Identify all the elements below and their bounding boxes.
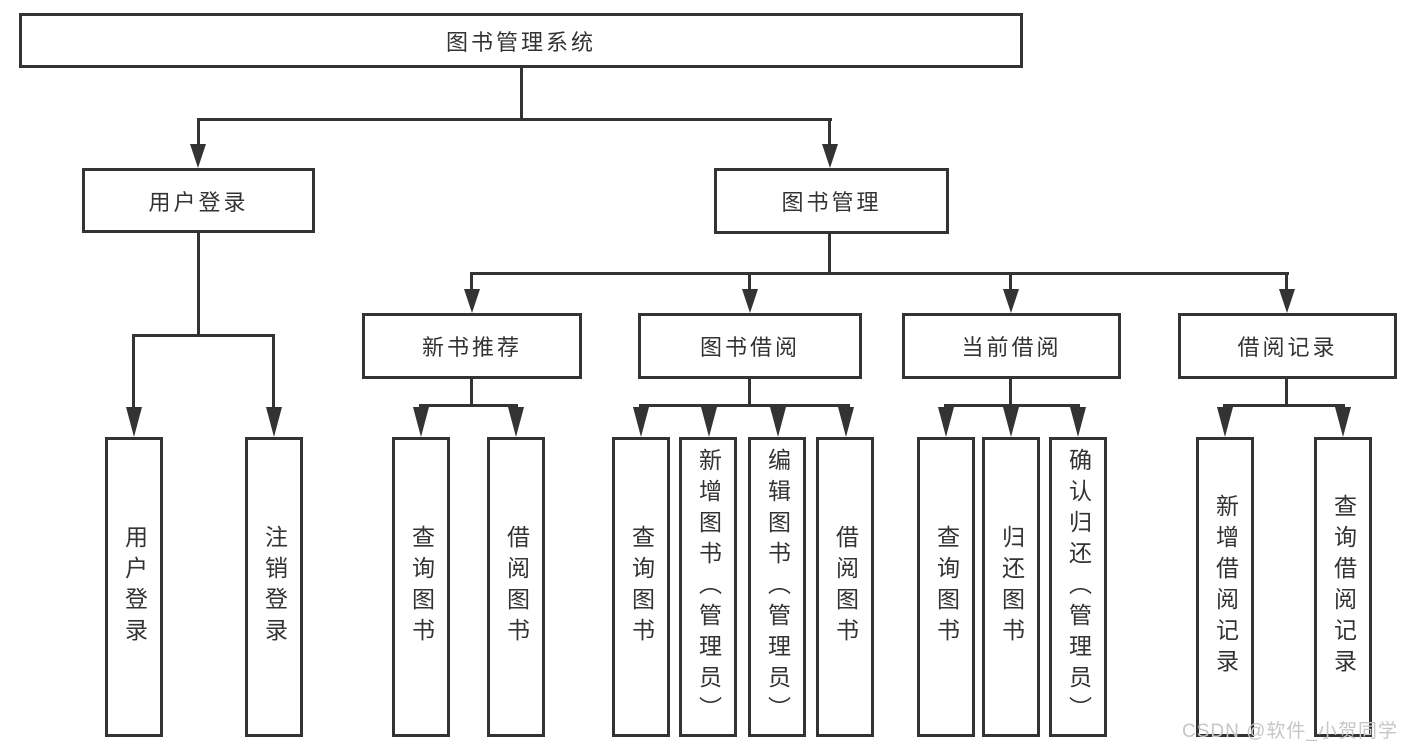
connector-line [272,334,275,410]
node-current-borrow: 当前借阅 [902,313,1121,379]
connector-line [419,404,518,407]
arrow-down [1070,407,1086,437]
leaf-bb-edit-books: 编辑图书（管理员） [748,437,806,737]
connector-line [1009,272,1012,292]
leaf-nb-query-books: 查询图书 [392,437,450,737]
node-root: 图书管理系统 [19,13,1023,68]
arrow-down [770,407,786,437]
connector-line [748,272,751,292]
leaf-bb-borrow-books: 借阅图书 [816,437,874,737]
leaf-logout-label: 注销登录 [261,525,288,649]
arrow-down [938,407,954,437]
connector-line [197,119,200,149]
leaf-bb-query-books: 查询图书 [612,437,670,737]
node-book-borrow: 图书借阅 [638,313,862,379]
node-borrow-records: 借阅记录 [1178,313,1397,379]
leaf-cb-confirm-return-label: 确认归还（管理员） [1065,447,1092,727]
connector-line [197,118,832,121]
connector-line [1009,379,1012,407]
arrow-down [633,407,649,437]
csdn-watermark: CSDN @软件_小贺同学 [1182,721,1398,742]
node-book-borrow-label: 图书借阅 [699,335,800,360]
leaf-br-add-record-label: 新增借阅记录 [1212,494,1239,680]
arrow-down [701,407,717,437]
connector-line [470,379,473,407]
leaf-bb-edit-books-label: 编辑图书（管理员） [764,447,791,727]
arrow-down [508,407,524,437]
leaf-cb-confirm-return: 确认归还（管理员） [1049,437,1107,737]
leaf-bb-add-books: 新增图书（管理员） [679,437,737,737]
connector-line [520,68,523,121]
connector-line [748,379,751,407]
arrow-down [838,407,854,437]
node-current-borrow-label: 当前借阅 [961,335,1062,360]
node-book-mgmt: 图书管理 [714,168,949,234]
arrow-down [1335,407,1351,437]
connector-line [1285,379,1288,407]
node-borrow-records-label: 借阅记录 [1237,335,1338,360]
arrow-down [742,289,758,313]
connector-line [1223,404,1345,407]
node-new-books-label: 新书推荐 [421,335,522,360]
connector-line [828,119,831,149]
connector-line [470,272,473,292]
leaf-bb-query-books-label: 查询图书 [628,525,655,649]
leaf-user-login-label: 用户登录 [121,525,148,649]
arrow-down [464,289,480,313]
arrow-down [1003,407,1019,437]
arrow-down [822,144,838,168]
leaf-bb-add-books-label: 新增图书（管理员） [695,447,722,727]
leaf-logout: 注销登录 [245,437,303,737]
leaf-cb-return-books-label: 归还图书 [998,525,1025,649]
leaf-cb-query-books-label: 查询图书 [933,525,960,649]
leaf-nb-borrow-books: 借阅图书 [487,437,545,737]
arrow-down [190,144,206,168]
connector-line [132,334,135,410]
leaf-user-login: 用户登录 [105,437,163,737]
connector-line [639,404,850,407]
leaf-nb-query-books-label: 查询图书 [408,525,435,649]
arrow-down [413,407,429,437]
leaf-br-query-record-label: 查询借阅记录 [1330,494,1357,680]
node-new-books: 新书推荐 [362,313,582,379]
connector-line [470,272,1289,275]
leaf-bb-borrow-books-label: 借阅图书 [832,525,859,649]
arrow-down [1003,289,1019,313]
connector-line [132,334,275,337]
connector-line [828,234,831,275]
node-book-mgmt-label: 图书管理 [781,190,882,215]
leaf-br-add-record: 新增借阅记录 [1196,437,1254,737]
node-root-label: 图书管理系统 [445,29,596,55]
connector-line [944,404,1080,407]
connector-line [197,233,200,337]
arrow-down [1217,407,1233,437]
leaf-br-query-record: 查询借阅记录 [1314,437,1372,737]
node-user-login-label: 用户登录 [148,189,249,215]
node-user-login: 用户登录 [82,168,315,233]
arrow-down [266,407,282,437]
connector-line [1285,272,1288,292]
arrow-down [1279,289,1295,313]
leaf-cb-query-books: 查询图书 [917,437,975,737]
leaf-nb-borrow-books-label: 借阅图书 [503,525,530,649]
leaf-cb-return-books: 归还图书 [982,437,1040,737]
arrow-down [126,407,142,437]
